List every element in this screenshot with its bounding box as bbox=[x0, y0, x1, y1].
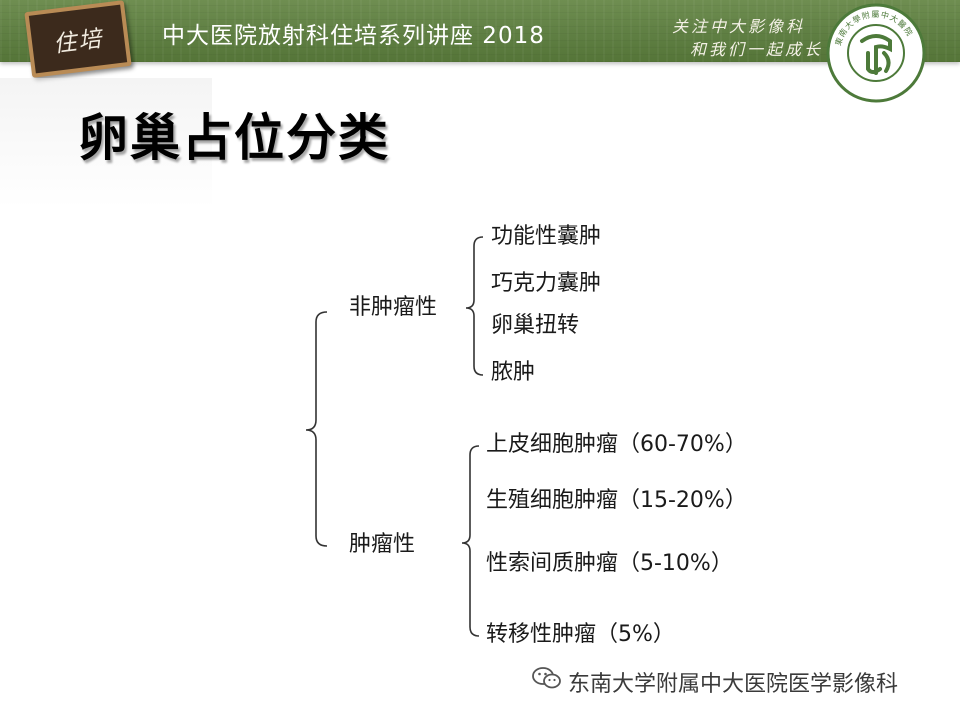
header-title: 中大医院放射科住培系列讲座 2018 bbox=[162, 23, 545, 49]
tumor-item: 生殖细胞肿瘤（15-20%） bbox=[486, 488, 747, 513]
category-non-tumor: 非肿瘤性 bbox=[349, 295, 438, 320]
title-shade bbox=[0, 78, 212, 208]
header-band: 住培 中大医院放射科住培系列讲座 2018 关注中大影像科 和我们一起成长 bbox=[0, 0, 960, 78]
slide-title: 卵巢占位分类 bbox=[78, 109, 390, 167]
wechat-icon bbox=[532, 667, 561, 689]
non-tumor-item: 脓肿 bbox=[491, 360, 536, 385]
tumor-item: 上皮细胞肿瘤（60-70%） bbox=[486, 432, 747, 457]
tumor-item: 性索间质肿瘤（5-10%） bbox=[486, 551, 733, 576]
header-texture bbox=[0, 0, 960, 62]
non-tumor-item: 卵巢扭转 bbox=[491, 313, 580, 338]
category-tumor: 肿瘤性 bbox=[349, 532, 416, 557]
slogan-line-2: 和我们一起成长 bbox=[690, 40, 824, 59]
watermark-text: 东南大学附属中大医院医学影像科 bbox=[568, 672, 899, 697]
non-tumor-item: 功能性囊肿 bbox=[491, 224, 602, 249]
slogan-line-1: 关注中大影像科 bbox=[672, 17, 806, 36]
non-tumor-item: 巧克力囊肿 bbox=[491, 271, 602, 296]
tumor-item: 转移性肿瘤（5%） bbox=[486, 622, 675, 647]
hospital-seal-logo: 東南大學附屬中大醫院 bbox=[826, 3, 926, 103]
